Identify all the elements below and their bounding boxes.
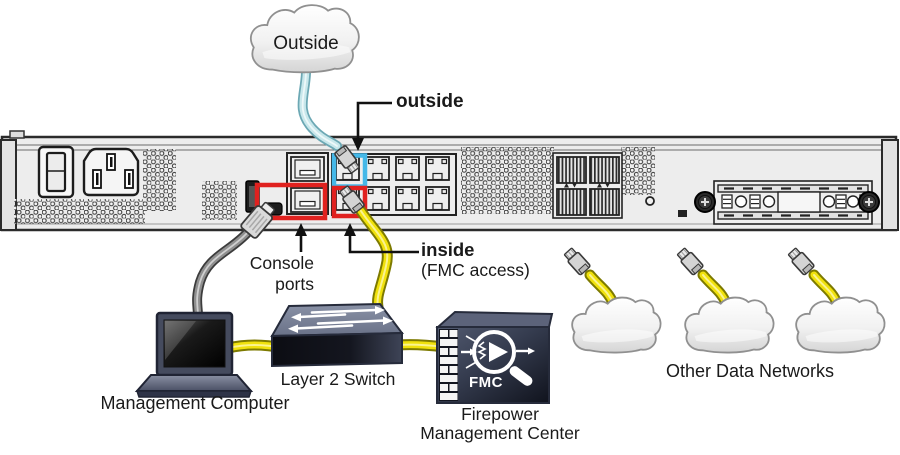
- laptop-icon: [134, 311, 254, 398]
- bay-screw-icon: [858, 191, 880, 213]
- brick-wall-icon: [439, 329, 458, 401]
- inside-arrow-icon: [344, 223, 419, 254]
- switch-label: Layer 2 Switch: [280, 369, 396, 389]
- switch-icon: [270, 302, 404, 368]
- vent-grid: [461, 147, 554, 214]
- cloud-icon: [795, 296, 886, 354]
- other-network-cable: [561, 245, 619, 309]
- vent-grid: [143, 149, 176, 211]
- other-network-cable: [785, 245, 843, 309]
- management-computer-label: Management Computer: [100, 393, 290, 413]
- drive-bay: [694, 180, 880, 225]
- cloud-icon: [684, 296, 775, 354]
- fmc-pill-icon: [509, 366, 533, 386]
- rack-ear-right: [881, 139, 899, 231]
- console-ports-label: Console ports: [249, 253, 314, 294]
- fmc-box-label: FMC: [469, 374, 503, 391]
- rack-ear-left: [0, 139, 17, 231]
- outside-cloud-label: Outside: [273, 33, 339, 54]
- switch-arrows-icon: [288, 306, 393, 333]
- appliance-rear-panel: [0, 130, 899, 232]
- console-cable: [192, 198, 279, 321]
- console-arrow-icon: [295, 223, 307, 252]
- power-inlet: [82, 147, 140, 197]
- other-network-cable: [674, 245, 732, 309]
- outside-cable: [297, 68, 362, 176]
- inside-port-label: inside (FMC access): [421, 239, 530, 281]
- outside-port-label: outside: [396, 91, 464, 112]
- inside-cable: [337, 183, 393, 313]
- fmc-play-circle-icon: [461, 330, 535, 386]
- power-switch: [37, 145, 75, 199]
- vent-grid: [14, 199, 145, 224]
- fmc-label: Firepower Management Center: [420, 404, 580, 443]
- bay-screw-icon: [694, 191, 716, 213]
- vent-grid: [621, 147, 655, 195]
- outside-arrow-icon: [352, 101, 392, 151]
- other-data-networks-label: Other Data Networks: [665, 361, 835, 381]
- fmc-icon: [435, 310, 554, 404]
- console-ports-highlight: [254, 182, 328, 221]
- sfp-port-block: [552, 152, 623, 219]
- vent-grid: [202, 181, 237, 220]
- cloud-icon: [571, 296, 662, 354]
